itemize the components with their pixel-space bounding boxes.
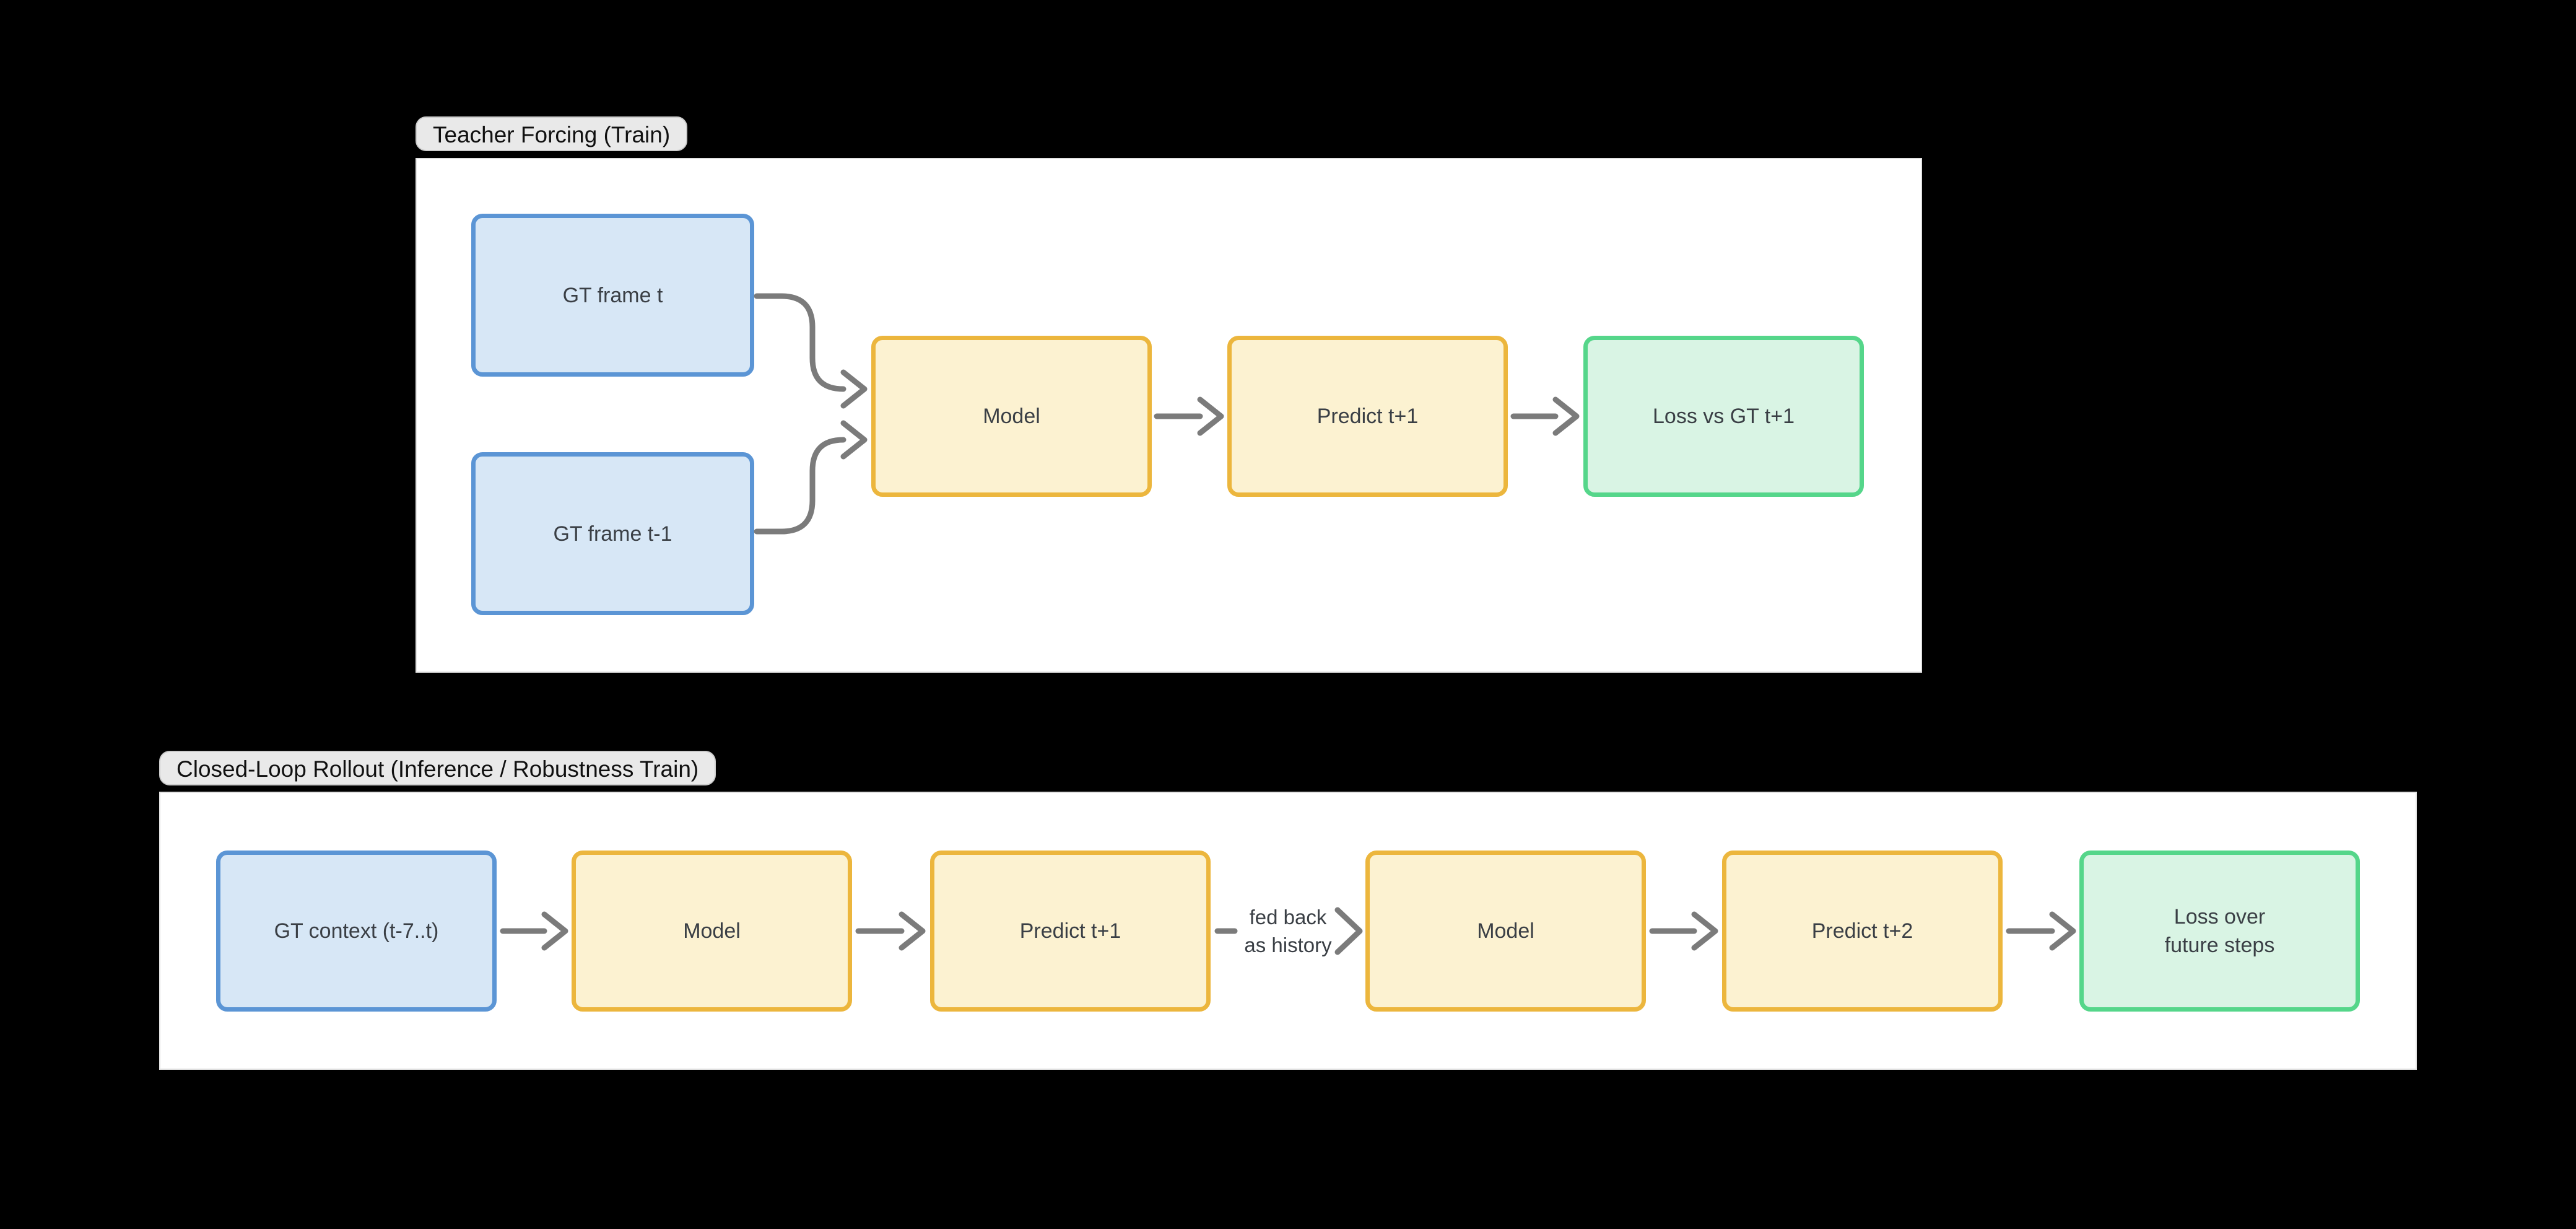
node-predict-t2-rollout: Predict t+2 [1722,851,2003,1012]
node-gt-context: GT context (t-7..t) [216,851,497,1012]
section-title-teacher-forcing: Teacher Forcing (Train) [433,122,671,147]
node-predict-t1-rollout-label: Predict t+1 [1019,919,1121,943]
node-model-rollout-1: Model [572,851,852,1012]
node-predict-t1-train-label: Predict t+1 [1316,405,1419,428]
node-loss-vs-gt-t1: Loss vs GT t+1 [1583,336,1864,497]
node-gt-frame-t-1: GT frame t-1 [471,452,754,615]
node-model-rollout-2-label: Model [1477,919,1534,943]
node-predict-t2-rollout-label: Predict t+2 [1811,919,1913,943]
node-gt-frame-t: GT frame t [471,214,754,377]
node-model-train-label: Model [983,405,1040,428]
node-predict-t1-rollout: Predict t+1 [930,851,1211,1012]
node-loss-vs-gt-t1-label: Loss vs GT t+1 [1653,405,1795,428]
section-title-closed-loop: Closed-Loop Rollout (Inference / Robustn… [176,756,699,782]
node-gt-context-label: GT context (t-7..t) [274,919,439,943]
node-model-rollout-2: Model [1365,851,1646,1012]
node-loss-future-steps: Loss over future steps [2079,851,2360,1012]
feedback-connector-label: fed back as history [1244,906,1332,956]
node-predict-t1-train: Predict t+1 [1227,336,1508,497]
node-loss-future-steps-label: Loss over future steps [2164,905,2275,957]
node-gt-frame-t-label: GT frame t [562,283,663,307]
node-model-rollout-1-label: Model [683,919,741,943]
node-model-train: Model [871,336,1152,497]
section-badge-closed-loop: Closed-Loop Rollout (Inference / Robustn… [159,751,716,785]
section-badge-teacher-forcing: Teacher Forcing (Train) [416,116,688,151]
node-gt-frame-t-1-label: GT frame t-1 [553,522,672,546]
